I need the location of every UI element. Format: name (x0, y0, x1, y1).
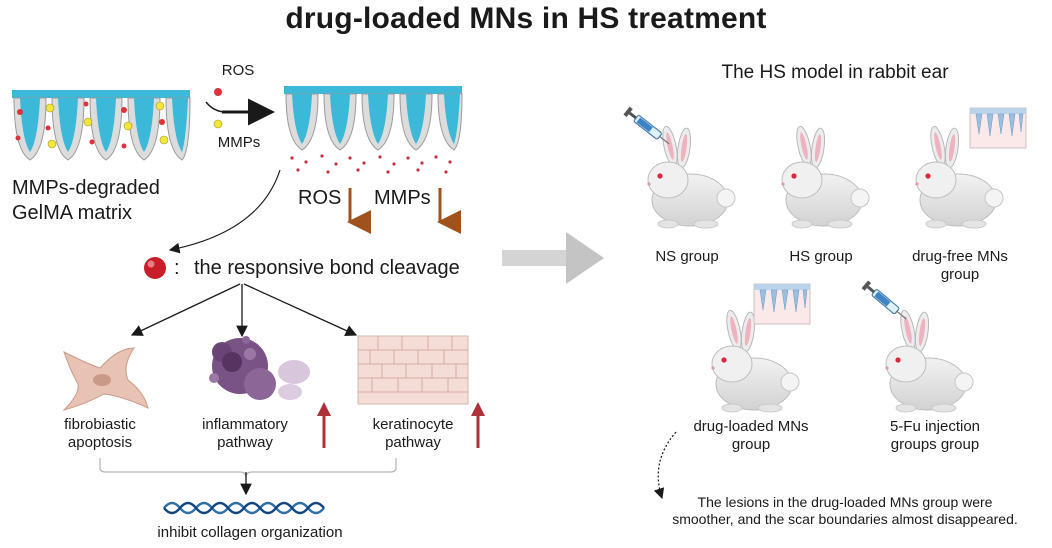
inflammatory-label-line2: pathway (217, 434, 273, 451)
collagen-helix-icon (163, 501, 325, 515)
arrow-to-keratinocyte (243, 283, 358, 337)
matrix-label-line1: MMPs-degraded (12, 177, 160, 199)
group-5fu-label-line2: groups group (890, 436, 980, 453)
inflammatory-up-arrow (317, 402, 331, 448)
big-gray-arrow (502, 232, 604, 284)
group-hs-label: HS group (789, 248, 853, 265)
group-drug-free-label-line2: group (940, 266, 980, 283)
merge-bracket (99, 458, 397, 479)
collagen-label: inhibit collagen organization (157, 524, 343, 541)
group-drug-loaded-label-line2: group (731, 436, 771, 453)
rabbit-hs (780, 124, 870, 229)
group-ns-label: NS group (655, 248, 719, 265)
ros-small-label: ROS (221, 62, 255, 79)
bond-sphere-icon (144, 257, 166, 279)
keratinocyte-label-line1: keratinocyte (372, 416, 454, 433)
inflammatory-cell-icon (209, 336, 310, 400)
fibroblast-label-line2: apoptosis (67, 434, 133, 451)
rabbit-drug-loaded (710, 308, 800, 413)
ros-big-label: ROS (298, 187, 342, 209)
microneedle-patch-before (12, 90, 191, 161)
matrix-label-line2: GelMA matrix (12, 202, 133, 224)
keratinocyte-up-arrow (471, 402, 485, 448)
bond-label: the responsive bond cleavage (194, 257, 460, 279)
fibroblast-cell-icon (62, 347, 149, 411)
keratinocyte-label-line2: pathway (385, 434, 441, 451)
microneedle-patch-after (284, 86, 463, 174)
conclusion-line2: smoother, and the scar boundaries almost… (672, 511, 1018, 527)
mmps-big-label: MMPs (374, 187, 431, 209)
keratinocyte-tissue-icon (357, 335, 469, 405)
rabbit-model-heading: The HS model in rabbit ear (721, 62, 949, 83)
mn-patch-drug-loaded-icon (753, 283, 811, 325)
fibroblast-label-line1: fibrobiastic (64, 416, 136, 433)
conclusion-line1: The lesions in the drug-loaded MNs group… (697, 494, 993, 510)
group-drug-free-label-line1: drug-free MNs (912, 248, 1008, 265)
group-5fu-label-line1: 5-Fu injection (889, 418, 981, 435)
ros-mmps-trigger (205, 88, 275, 129)
mmps-small-label: MMPs (217, 134, 261, 151)
bond-colon: : (174, 257, 180, 279)
curved-arrow-to-bond (168, 169, 281, 254)
inflammatory-label-line1: inflammatory (202, 416, 288, 433)
rabbit-ns (646, 124, 736, 229)
arrow-to-fibroblast (130, 283, 241, 336)
curved-arrow-to-conclusion (653, 431, 677, 500)
group-drug-loaded-label-line1: drug-loaded MNs (693, 418, 809, 435)
page-title: drug-loaded MNs in HS treatment (285, 2, 767, 35)
rabbit-5fu (884, 308, 974, 413)
mn-patch-drug-free-icon (969, 107, 1027, 149)
